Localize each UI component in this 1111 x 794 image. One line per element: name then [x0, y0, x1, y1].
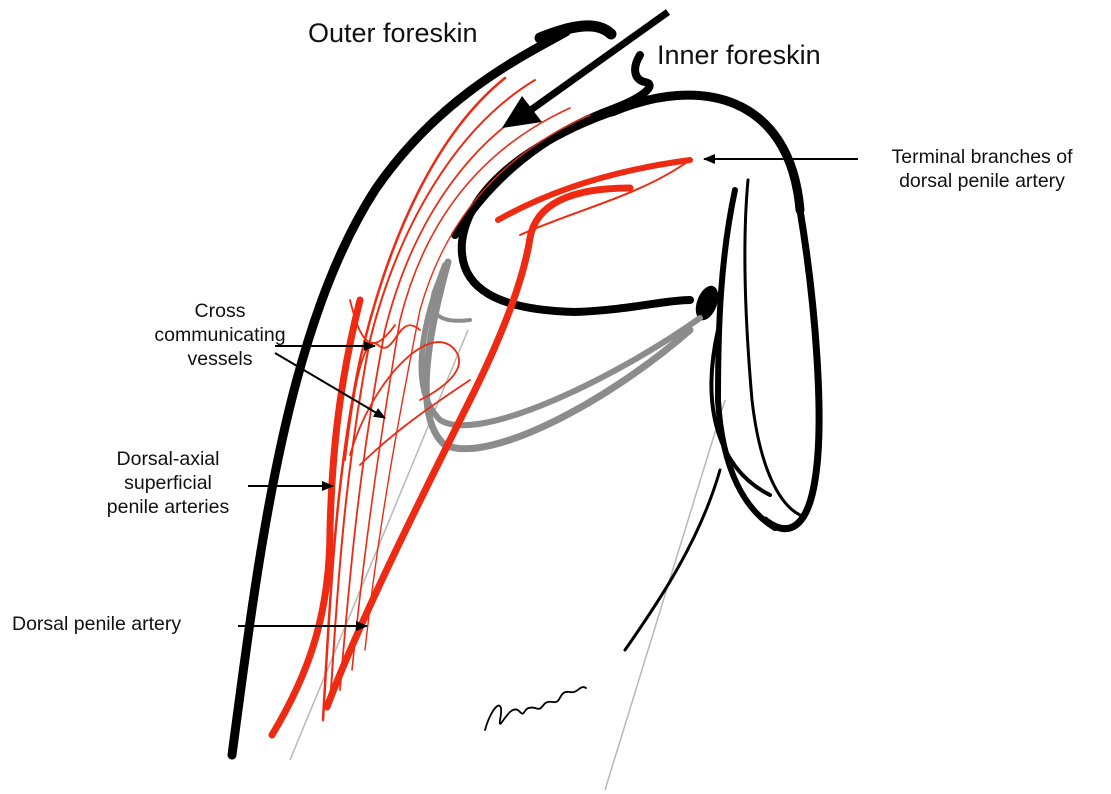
glans-outline — [462, 112, 819, 650]
dorsal-penile-artery-label: Dorsal penile artery — [12, 613, 181, 637]
outer-foreskin-label: Outer foreskin — [308, 17, 478, 50]
cross-communicating-line-1: Cross — [140, 300, 300, 324]
terminal-branches-line-1: Terminal branches of — [862, 146, 1102, 170]
terminal-branches-vessels — [498, 160, 690, 235]
inner-foreskin-fold — [455, 55, 800, 235]
shaft-guide-lines — [290, 330, 725, 790]
dorsal-axial-line-3: penile arteries — [88, 496, 248, 520]
inner-foreskin-label: Inner foreskin — [657, 39, 821, 72]
dorsal-axial-label: Dorsal-axial superficial penile arteries — [88, 448, 248, 519]
cross-communicating-line-3: vessels — [140, 348, 300, 372]
artist-signature — [485, 687, 586, 730]
cross-communicating-label: Cross communicating vessels — [140, 300, 300, 371]
terminal-branches-line-2: dorsal penile artery — [862, 170, 1102, 194]
dorsal-axial-line-2: superficial — [88, 472, 248, 496]
terminal-branches-label: Terminal branches of dorsal penile arter… — [862, 146, 1102, 194]
cross-communicating-line-2: communicating — [140, 324, 300, 348]
dorsal-axial-line-1: Dorsal-axial — [88, 448, 248, 472]
